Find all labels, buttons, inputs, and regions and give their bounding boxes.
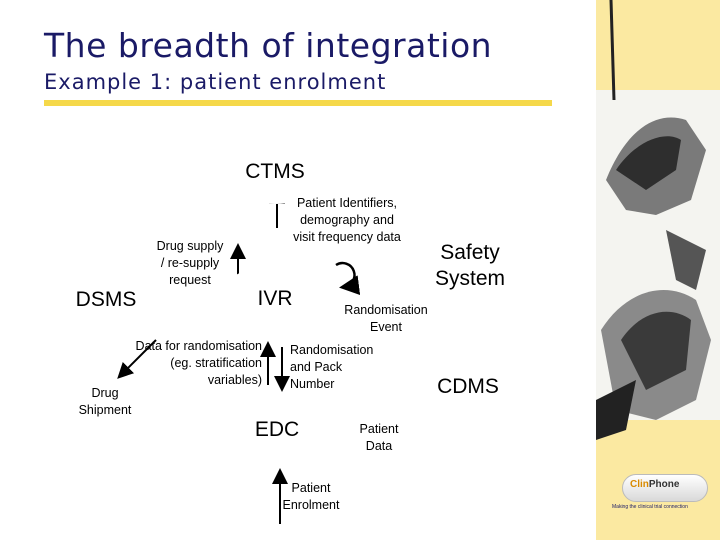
ctms-node-background [218, 142, 332, 204]
label-data-for-randomisation: Data for randomisation (eg. stratificati… [135, 339, 262, 387]
ivr-node-background [218, 266, 332, 332]
slide-title: The breadth of integration [44, 26, 493, 65]
cdms-node: CDMS [437, 375, 499, 398]
label-drug-supply: Drug supply / re-supply request [156, 239, 224, 287]
ctms-node: CTMS [245, 160, 305, 183]
hands-photo-image [596, 0, 720, 440]
logo-tagline: Making the clinical trial connection [612, 504, 688, 510]
arrow-ivr-to-safety [335, 261, 361, 295]
dsms-node: DSMS [75, 288, 137, 311]
label-drug-shipment: Drug Shipment [78, 386, 132, 417]
label-randomisation-event: Randomisation Event [344, 303, 428, 334]
diagram-connectors [117, 188, 361, 524]
label-patient-enrolment: Patient Enrolment [282, 481, 340, 512]
safety-system-node: Safety System [420, 240, 520, 292]
slide-subtitle: Example 1: patient enrolment [44, 70, 387, 94]
edc-node: EDC [254, 418, 300, 441]
label-patient-identifiers: Patient Identifiers, demography and visi… [293, 196, 401, 244]
label-randomisation-pack: Randomisation and Pack Number [290, 343, 374, 391]
safety-system-line2: System [434, 267, 505, 290]
logo-suffix: Phone [648, 479, 680, 490]
safety-system-line1: Safety [440, 241, 500, 264]
clinphone-logo: ClinPhone Making the clinical trial conn… [606, 466, 710, 512]
logo-text: ClinPhone [630, 479, 679, 490]
title-underline [44, 100, 552, 106]
arrow-ivr-to-drug-shipment [117, 339, 157, 379]
label-patient-data: Patient Data [359, 422, 399, 453]
logo-prefix: Clin [630, 479, 649, 490]
logo-pill [622, 474, 708, 502]
ivr-node: IVR [257, 287, 293, 310]
edc-node-background [222, 398, 332, 464]
